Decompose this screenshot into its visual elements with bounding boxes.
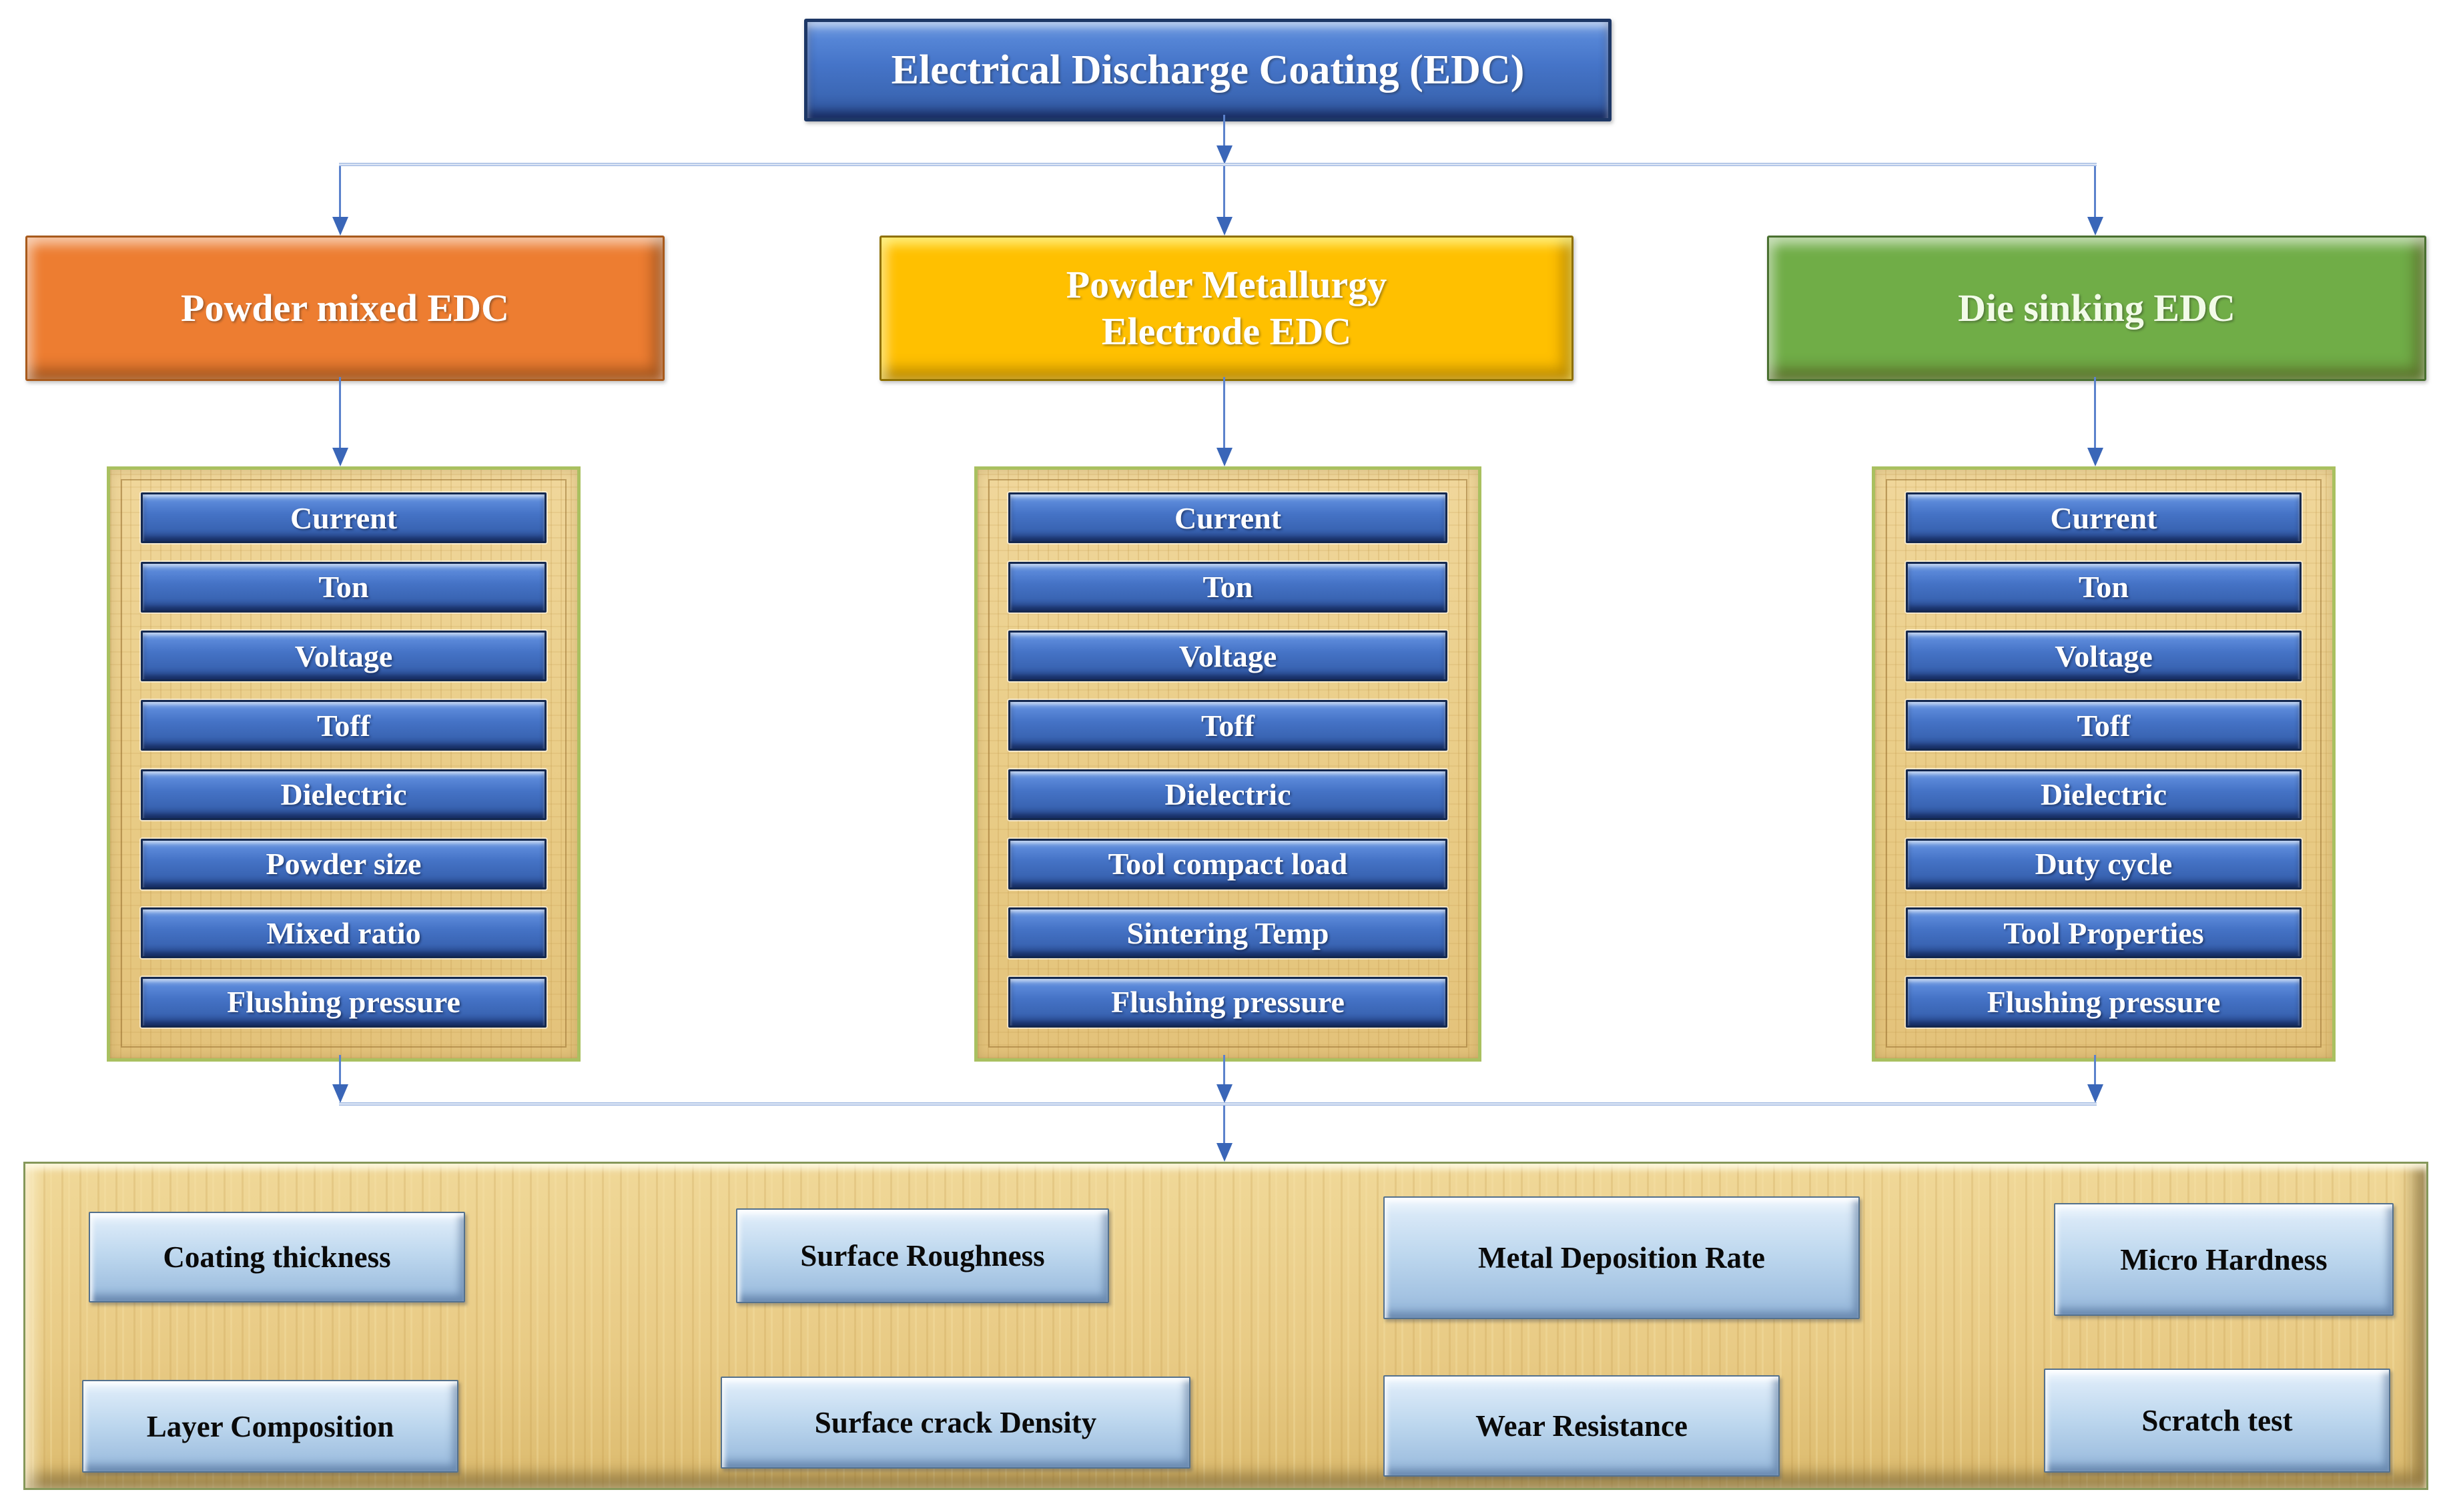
arrowhead-down-icon xyxy=(2087,448,2103,466)
panel-powder-metallurgy-parameters: Current Ton Voltage Toff Dielectric Tool… xyxy=(974,466,1481,1062)
param-sintering-temp: Sintering Temp xyxy=(1008,907,1447,959)
panel-powder-mixed-parameters: Current Ton Voltage Toff Dielectric Powd… xyxy=(107,466,581,1062)
arrowhead-down-icon xyxy=(2087,217,2103,236)
connector-root-down-line xyxy=(1223,115,1225,147)
arrowhead-down-icon xyxy=(332,1084,348,1103)
arrowhead-down-icon xyxy=(1216,145,1233,164)
param-flushing-pressure: Flushing pressure xyxy=(1008,976,1447,1028)
param-toff: Toff xyxy=(1906,700,2302,751)
param-toff: Toff xyxy=(141,700,547,751)
output-scratch-test: Scratch test xyxy=(2044,1369,2390,1473)
panel-inner: Current Ton Voltage Toff Dielectric Powd… xyxy=(141,492,547,1028)
branch-label: Die sinking EDC xyxy=(1958,286,2235,330)
connector-branch3-line xyxy=(2094,166,2096,217)
param-dielectric: Dielectric xyxy=(1008,769,1447,820)
connector-panel2-line xyxy=(1223,377,1225,448)
node-root-edc: Electrical Discharge Coating (EDC) xyxy=(804,19,1612,121)
branch-header-powder-mixed-edc: Powder mixed EDC xyxy=(25,236,665,381)
param-flushing-pressure: Flushing pressure xyxy=(141,976,547,1028)
param-toff: Toff xyxy=(1008,700,1447,751)
param-current: Current xyxy=(1906,492,2302,543)
branch-header-powder-metallurgy-electrode-edc: Powder Metallurgy Electrode EDC xyxy=(880,236,1573,381)
arrowhead-down-icon xyxy=(1216,217,1233,236)
branch-label: Powder Metallurgy Electrode EDC xyxy=(1066,263,1387,353)
arrowhead-down-icon xyxy=(1216,1143,1233,1162)
param-tool-compact-load: Tool compact load xyxy=(1008,838,1447,889)
output-surface-roughness: Surface Roughness xyxy=(736,1208,1109,1303)
panel-inner: Current Ton Voltage Toff Dielectric Duty… xyxy=(1906,492,2302,1028)
param-mixed-ratio: Mixed ratio xyxy=(141,907,547,959)
connector-board-line xyxy=(1223,1106,1225,1143)
panel-die-sinking-parameters: Current Ton Voltage Toff Dielectric Duty… xyxy=(1872,466,2336,1062)
connector-panel1-line xyxy=(339,377,341,448)
output-layer-composition: Layer Composition xyxy=(82,1380,458,1473)
arrowhead-down-icon xyxy=(332,448,348,466)
branch-header-die-sinking-edc: Die sinking EDC xyxy=(1767,236,2426,381)
param-dielectric: Dielectric xyxy=(141,769,547,820)
connector-top-horizontal-line xyxy=(339,163,2097,166)
branch-label: Powder mixed EDC xyxy=(181,286,509,330)
connector-branch1-line xyxy=(339,166,341,217)
param-tool-properties: Tool Properties xyxy=(1906,907,2302,959)
output-coating-thickness: Coating thickness xyxy=(89,1212,465,1302)
connector-branch2-line xyxy=(1223,166,1225,217)
connector-out1-line xyxy=(339,1055,341,1084)
param-voltage: Voltage xyxy=(1906,631,2302,682)
arrowhead-down-icon xyxy=(332,217,348,236)
arrowhead-down-icon xyxy=(1216,1084,1233,1103)
arrowhead-down-icon xyxy=(2087,1084,2103,1103)
panel-inner: Current Ton Voltage Toff Dielectric Tool… xyxy=(1008,492,1447,1028)
param-powder-size: Powder size xyxy=(141,838,547,889)
param-current: Current xyxy=(141,492,547,543)
param-ton: Ton xyxy=(1008,561,1447,613)
param-ton: Ton xyxy=(1906,561,2302,613)
arrowhead-down-icon xyxy=(1216,448,1233,466)
param-dielectric: Dielectric xyxy=(1906,769,2302,820)
connector-bottom-horizontal-line xyxy=(339,1102,2097,1106)
param-duty-cycle: Duty cycle xyxy=(1906,838,2302,889)
param-voltage: Voltage xyxy=(1008,631,1447,682)
root-label: Electrical Discharge Coating (EDC) xyxy=(891,47,1525,93)
param-voltage: Voltage xyxy=(141,631,547,682)
connector-out3-line xyxy=(2094,1055,2096,1084)
param-ton: Ton xyxy=(141,561,547,613)
output-surface-crack-density: Surface crack Density xyxy=(721,1377,1190,1469)
param-flushing-pressure: Flushing pressure xyxy=(1906,976,2302,1028)
connector-out2-line xyxy=(1223,1055,1225,1084)
output-board: Coating thickness Surface Roughness Meta… xyxy=(23,1162,2428,1490)
output-wear-resistance: Wear Resistance xyxy=(1383,1375,1780,1477)
connector-panel3-line xyxy=(2094,377,2096,448)
output-metal-deposition-rate: Metal Deposition Rate xyxy=(1383,1196,1860,1319)
param-current: Current xyxy=(1008,492,1447,543)
output-micro-hardness: Micro Hardness xyxy=(2054,1203,2394,1316)
